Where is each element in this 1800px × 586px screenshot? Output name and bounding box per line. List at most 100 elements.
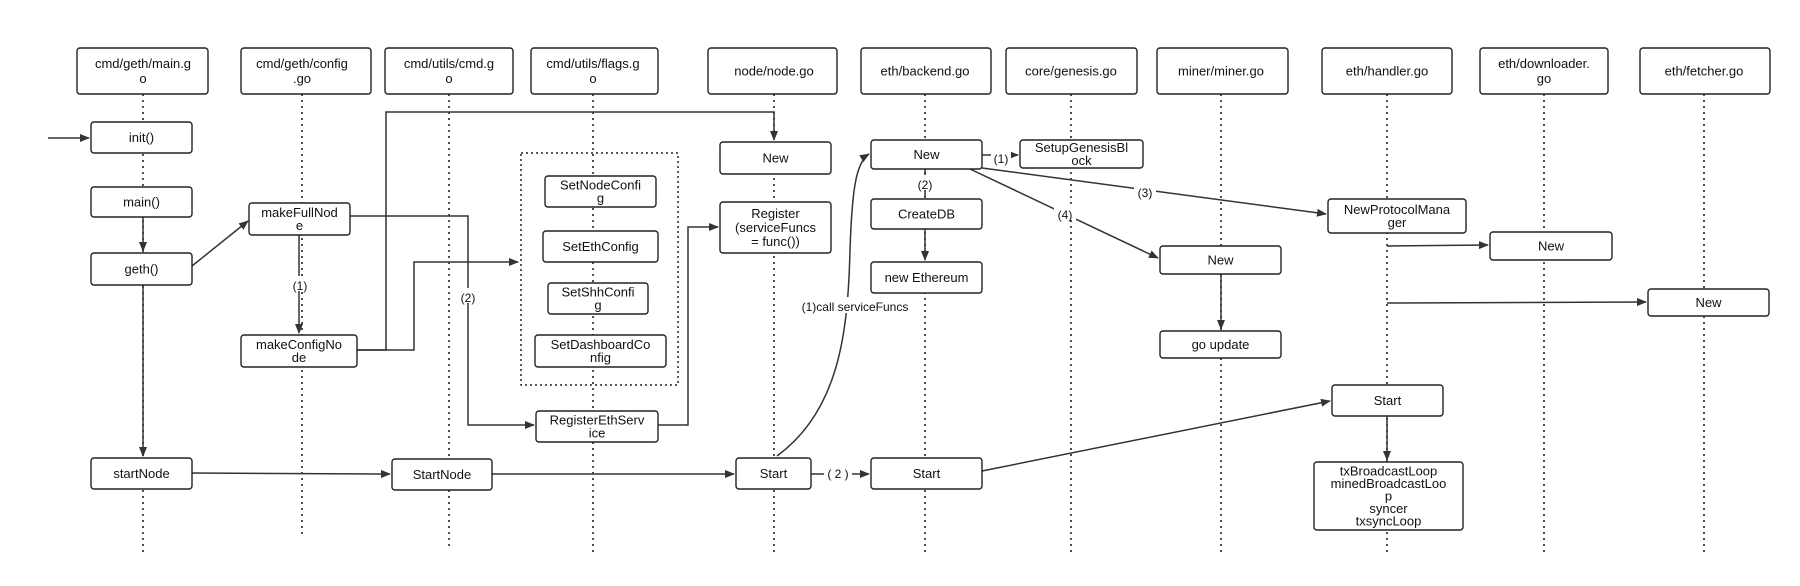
lane-header-label: eth/handler.go [1346, 64, 1428, 79]
box-label-line: = func()) [751, 234, 800, 249]
box-label-line: g [597, 191, 604, 206]
box-label-line: New [1538, 239, 1565, 254]
box-label-line: main() [123, 195, 160, 210]
box-frame [547, 282, 649, 315]
box-frame [1159, 330, 1282, 359]
lane-header-label: eth/backend.go [881, 64, 970, 79]
box-backend_start: Start [870, 457, 983, 490]
box-fetcher_new: New [1647, 288, 1770, 317]
edge-label-call_service: (1)call serviceFuncs [802, 300, 909, 314]
box-label-line: txBroadcastLoop [1340, 464, 1438, 479]
lane-header-box [76, 47, 209, 95]
lane-header-label-line: miner/miner.go [1178, 64, 1264, 79]
lane-header-label: eth/downloader.go [1498, 56, 1590, 86]
box-frame [870, 457, 983, 490]
box-label: init() [129, 130, 154, 145]
box-frame [542, 230, 659, 263]
box-label-line: ger [1388, 215, 1407, 230]
lane-header-box [1479, 47, 1609, 95]
lane-header-label-line: cmd/utils/flags.g [546, 56, 639, 71]
flags-setters-group [520, 152, 679, 386]
lane-header-label: cmd/geth/config.go [256, 56, 348, 86]
lane-header-label-line: eth/downloader. [1498, 56, 1590, 71]
edge-label-be_3: (3) [1138, 186, 1153, 200]
edge-label-bg [991, 149, 1011, 164]
lane-header-label-line: go [1537, 71, 1551, 86]
lane-header-box [1321, 47, 1453, 95]
edge-label-bg [1054, 205, 1076, 220]
box-label: Register(serviceFuncs= func()) [735, 206, 816, 249]
box-frame [719, 201, 832, 254]
lane-header-label-line: o [589, 71, 596, 86]
box-label: StartNode [413, 467, 472, 482]
box-label-line: init() [129, 130, 154, 145]
box-frame [1327, 198, 1467, 234]
box-label-line: RegisterEthServ [550, 413, 645, 428]
box-label: new Ethereum [885, 270, 969, 285]
box-label-line: New [1207, 253, 1234, 268]
lane-header-box [384, 47, 514, 95]
lane-header-label: miner/miner.go [1178, 64, 1264, 79]
box-node_register: Register(serviceFuncs= func()) [719, 201, 832, 254]
box-label-line: SetNodeConfi [560, 178, 641, 193]
box-label-line: startNode [113, 466, 169, 481]
box-frame [719, 141, 832, 175]
box-node_start: Start [735, 457, 812, 490]
lane-header-box [240, 47, 372, 95]
edge-label-cfg_1: (1) [293, 279, 308, 293]
lane-header-label-line: o [445, 71, 452, 86]
lane-header-box [1156, 47, 1289, 95]
box-label: geth() [125, 262, 159, 277]
edge-label-be_2: (2) [918, 178, 933, 192]
box-frame [1159, 245, 1282, 275]
box-label-line: SetDashboardCo [551, 337, 651, 352]
lane-header-label-line: cmd/geth/config [256, 56, 348, 71]
box-label-line: geth() [125, 262, 159, 277]
box-frame [534, 334, 667, 368]
box-label: New [1695, 295, 1722, 310]
box-label-line: new Ethereum [885, 270, 969, 285]
lane-header-fetcher: eth/fetcher.go [1639, 47, 1771, 95]
edge-npm-to-downloader-new [1386, 241, 1489, 250]
box-label-line: NewProtocolMana [1344, 202, 1451, 217]
box-label: New [1538, 239, 1565, 254]
lane-header-label-line: eth/handler.go [1346, 64, 1428, 79]
box-label: SetEthConfig [562, 239, 639, 254]
box-label: Start [760, 466, 788, 481]
box-label-line: Start [913, 466, 941, 481]
lane-header-downloader: eth/downloader.go [1479, 47, 1609, 95]
edge-label-be_1: (1) [994, 152, 1009, 166]
box-label: CreateDB [898, 207, 955, 222]
lane-header-label-line: cmd/geth/main.g [95, 56, 191, 71]
edge-npm-to-fetcher-new [1386, 298, 1647, 307]
box-label-line: Start [1374, 393, 1402, 408]
box-frame [1019, 139, 1144, 169]
box-label-line: CreateDB [898, 207, 955, 222]
box-label-line: go update [1192, 337, 1250, 352]
box-createdb: CreateDB [870, 198, 983, 230]
box-label-line: nfig [590, 350, 611, 365]
box-frame [1647, 288, 1770, 317]
box-backend_new: New [870, 139, 983, 170]
edge-geth-to-makefullnode [191, 220, 249, 267]
box-frame [735, 457, 812, 490]
box-label: go update [1192, 337, 1250, 352]
edge-call-servicefuncs [776, 153, 870, 457]
edge-label-be_4: (4) [1058, 208, 1073, 222]
lane-header-label-line: node/node.go [734, 64, 814, 79]
lane-header-box [1639, 47, 1771, 95]
box-label: Start [1374, 393, 1402, 408]
